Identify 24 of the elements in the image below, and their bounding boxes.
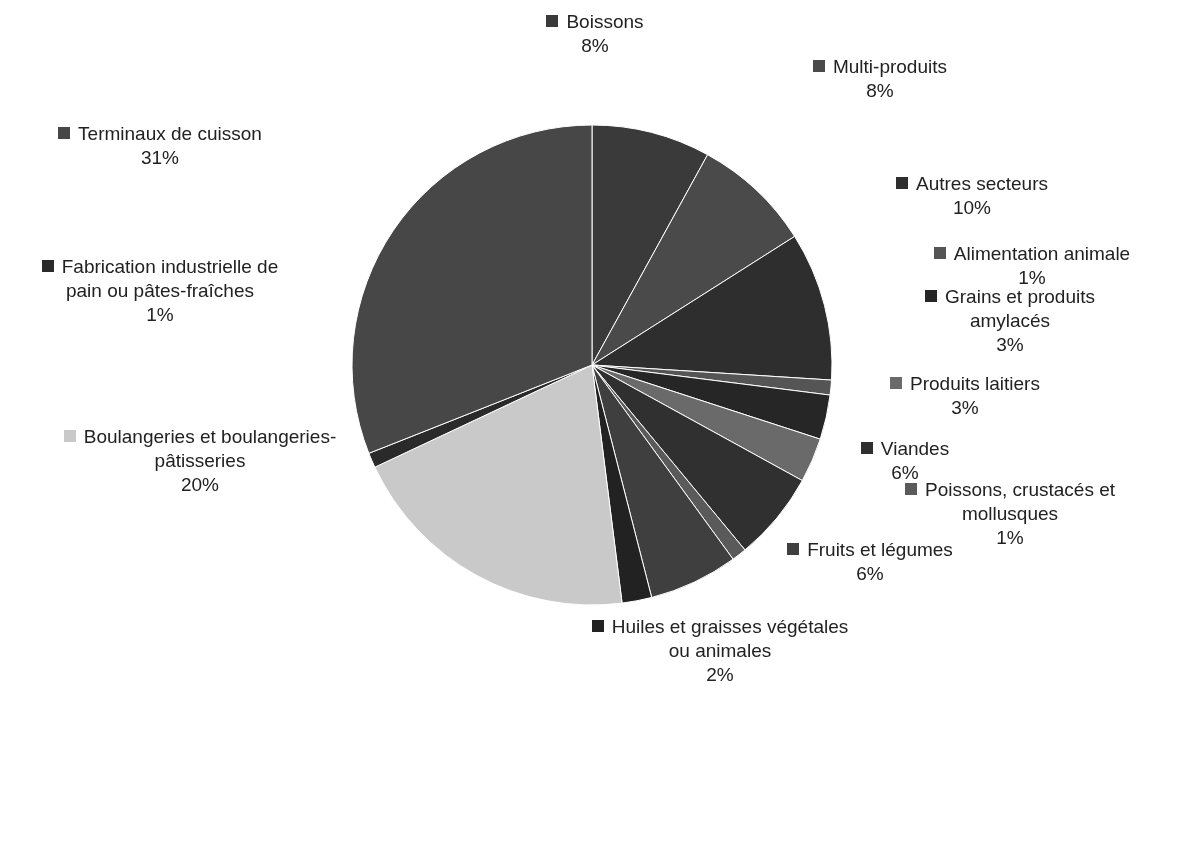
percent-label: 8% xyxy=(580,34,610,58)
category-label: Huiles et graisses végétales ou animales xyxy=(611,616,849,661)
category-label: Boissons xyxy=(566,11,644,32)
percent-label: 10% xyxy=(952,196,992,220)
percent-label: 8% xyxy=(865,79,895,103)
percent-label: 20% xyxy=(180,473,220,497)
category-label: Multi-produits xyxy=(832,56,947,77)
category-label: Autres secteurs xyxy=(916,173,1048,194)
category-label: Alimentation animale xyxy=(953,243,1131,264)
percent-label: 6% xyxy=(855,562,885,586)
category-label: Terminaux de cuisson xyxy=(78,123,262,144)
percent-label: 3% xyxy=(995,333,1025,357)
category-label: Viandes xyxy=(880,438,950,459)
category-label: Fabrication industrielle de pain ou pâtes-fraîches xyxy=(61,256,279,301)
percent-label: 31% xyxy=(140,146,180,170)
category-label: Fruits et légumes xyxy=(807,539,953,560)
percent-label: 6% xyxy=(890,461,920,485)
category-label: Poissons, crustacés et mollusques xyxy=(924,479,1116,524)
category-label: Boulangeries et boulangeries-pâtisseries xyxy=(83,426,337,471)
percent-label: 1% xyxy=(145,303,175,327)
percent-label: 2% xyxy=(705,663,735,687)
percent-label: 3% xyxy=(950,396,980,420)
percent-label: 1% xyxy=(995,526,1025,550)
category-label: Produits laitiers xyxy=(910,373,1040,394)
